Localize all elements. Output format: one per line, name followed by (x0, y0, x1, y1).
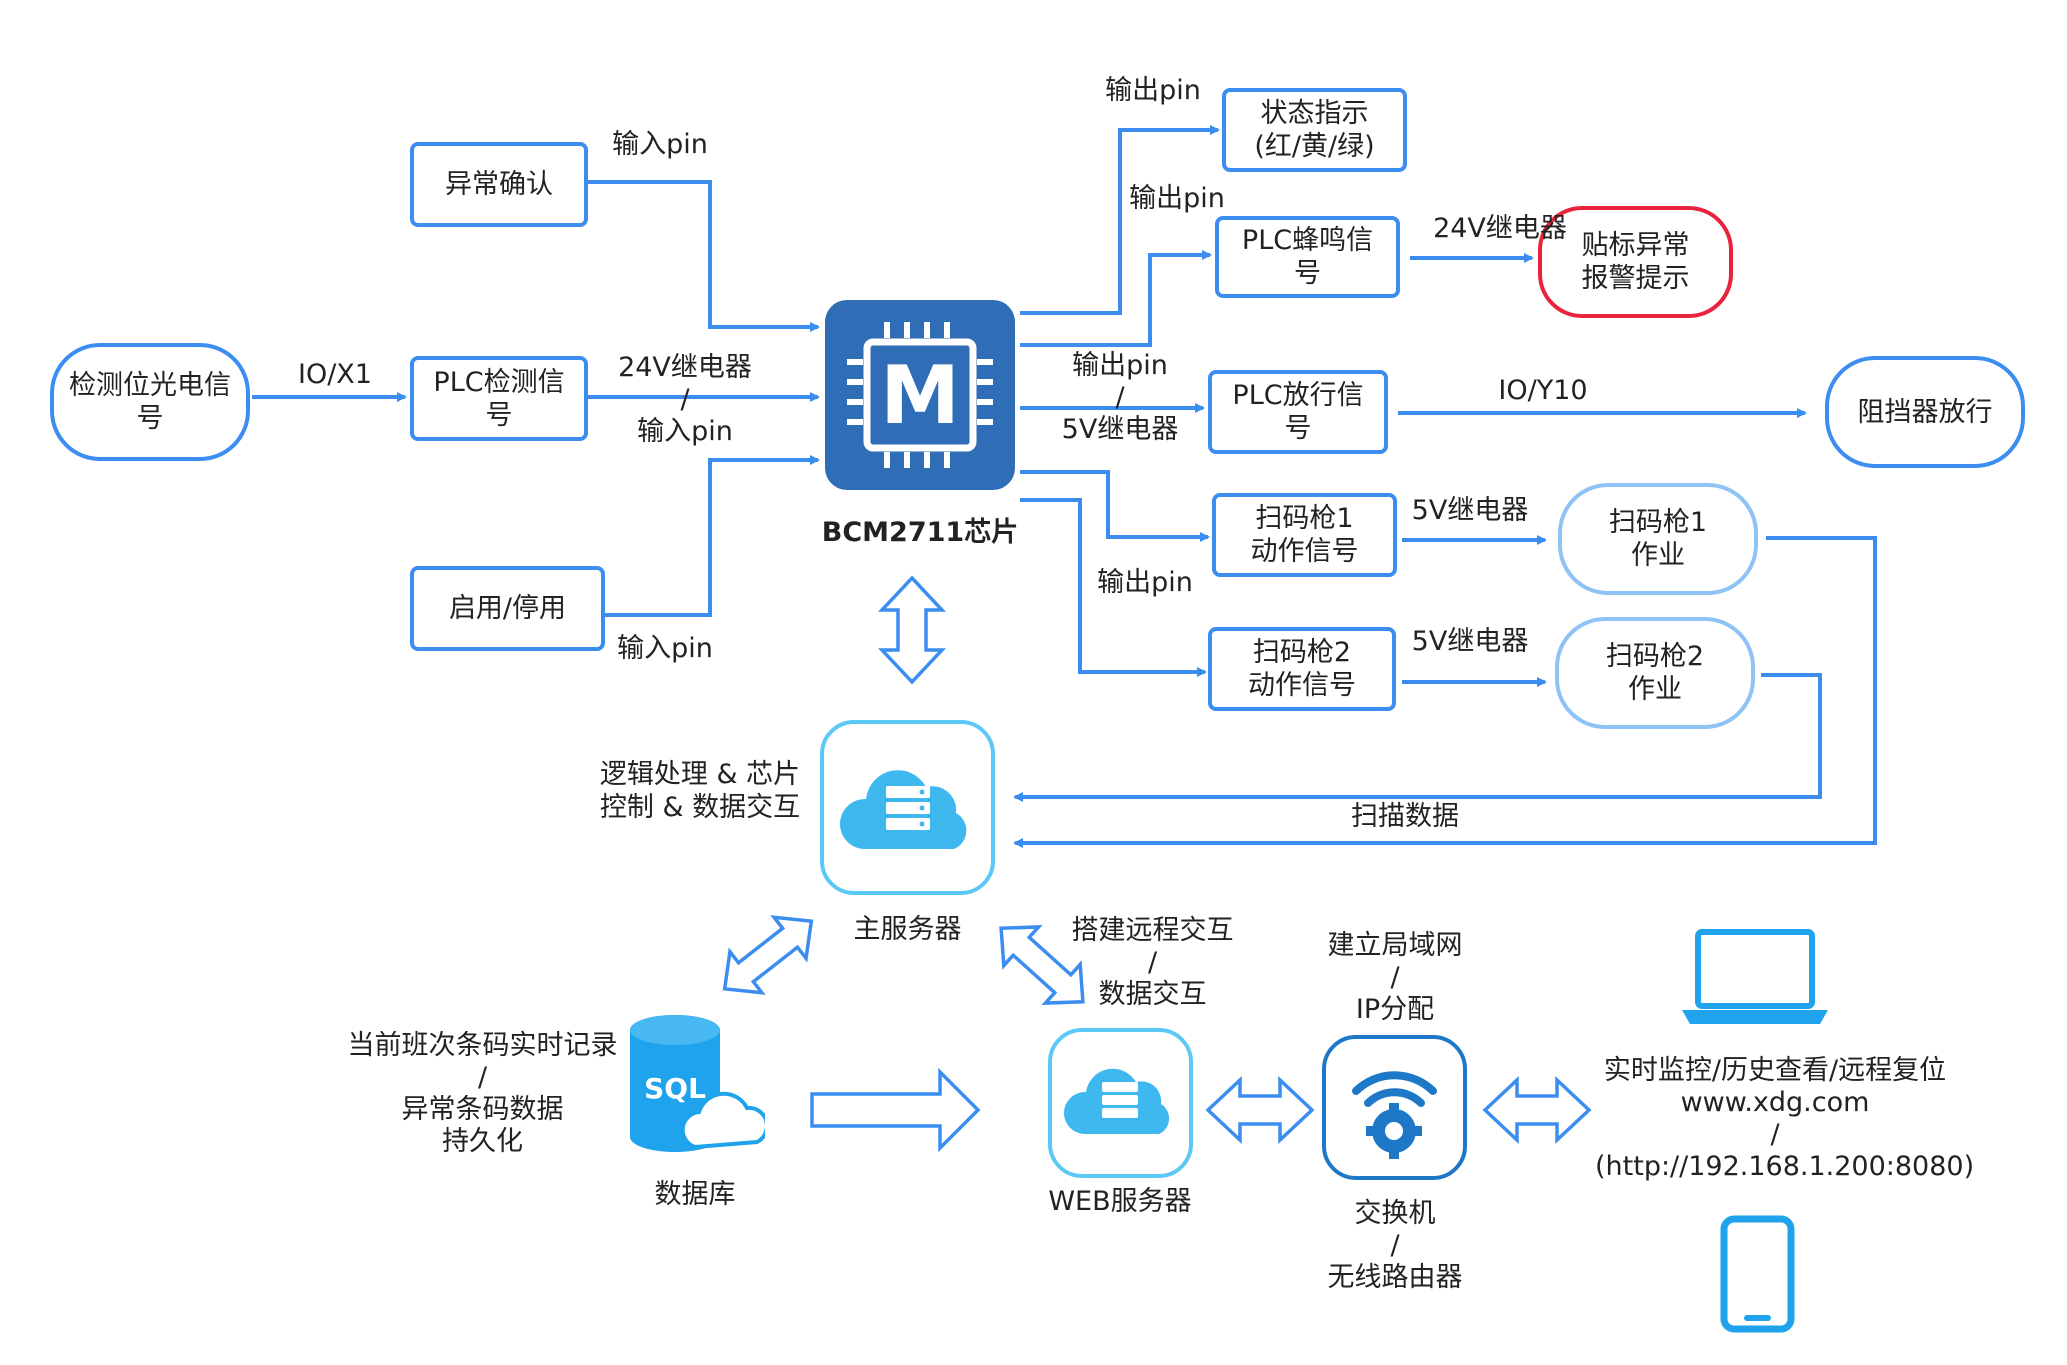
database-description: 当前班次条码实时记录 / 异常条码数据 持久化 (347, 1030, 618, 1157)
label-relay-5v-2: 5V继电器 (1411, 626, 1529, 657)
chip-icon: M (825, 300, 1015, 490)
double-arrow-switch-clients (1482, 1075, 1592, 1145)
label-alarm-node: 贴标异常 报警提示 (1538, 206, 1733, 318)
switch-bottom-label: 交换机 / 无线路由器 (1327, 1198, 1463, 1293)
arrow-chip-to-status (1020, 125, 1220, 315)
web-server-icon (1048, 1028, 1193, 1178)
double-arrow-server-web (999, 925, 1085, 1005)
enable-disable-node: 启用/停用 (410, 566, 605, 651)
scanner1-work-node: 扫码枪1 作业 (1558, 483, 1758, 595)
label-relay-24v: 24V继电器 (1433, 213, 1567, 244)
sql-text: SQL (644, 1072, 706, 1105)
web-server-label: WEB服务器 (1048, 1186, 1192, 1217)
wifi-gear-icon (1352, 1071, 1437, 1159)
database-label: 数据库 (654, 1179, 736, 1210)
label-output-pin-scan: 输出pin (1097, 567, 1193, 598)
blocker-release-node: 阻挡器放行 (1825, 356, 2025, 468)
phone-icon (1720, 1215, 1795, 1333)
label-input-pin-enable: 输入pin (617, 633, 713, 664)
remote-interaction-label: 搭建远程交互 / 数据交互 (1071, 915, 1234, 1010)
plc-release-node: PLC放行信 号 (1208, 370, 1388, 454)
label-output-pin-status: 输出pin (1105, 75, 1201, 106)
arrow-scan1-data-return (1013, 536, 1877, 848)
main-server-label: 主服务器 (853, 914, 962, 945)
server-description: 逻辑处理 & 芯片 控制 & 数据交互 (599, 759, 801, 823)
double-arrow-server-db (722, 915, 814, 995)
cloud-server-icon (1063, 1068, 1170, 1134)
label-scan-data: 扫描数据 (1351, 801, 1459, 832)
scanner2-work-node: 扫码枪2 作业 (1555, 617, 1755, 729)
status-indicator-node: 状态指示 (红/黄/绿) (1222, 88, 1407, 172)
double-arrow-web-switch (1205, 1075, 1315, 1145)
client-access-text: 实时监控/历史查看/远程复位 www.xdg.com / (http://192… (1595, 1055, 1975, 1182)
arrow-enable-to-chip (605, 455, 820, 617)
cloud-server-icon (839, 770, 967, 849)
arrow-ack-to-chip (588, 180, 820, 332)
sensor-signal-node: 检测位光电信 号 (50, 343, 250, 461)
scanner2-signal-node: 扫码枪2 动作信号 (1208, 627, 1396, 711)
label-io-x1: IO/X1 (298, 359, 372, 390)
plc-buzzer-node: PLC蜂鸣信 号 (1215, 216, 1400, 298)
arrow-chip-to-buzzer (1020, 250, 1212, 347)
label-output-pin-release: 输出pin / 5V继电器 (1061, 350, 1179, 445)
switch-icon (1322, 1035, 1467, 1180)
label-output-pin-buzzer: 输出pin (1129, 183, 1225, 214)
plc-detect-node: PLC检测信 号 (410, 356, 588, 441)
switch-top-label: 建立局域网 / IP分配 (1327, 930, 1463, 1025)
arrow-chip-to-scan1 (1020, 470, 1210, 542)
label-input-pin-ack: 输入pin (612, 129, 708, 160)
arrow-db-to-web (810, 1067, 981, 1153)
anomaly-confirm-node: 异常确认 (410, 142, 588, 227)
arrow-chip-to-scan2 (1020, 498, 1207, 677)
label-io-y10: IO/Y10 (1498, 375, 1588, 406)
chip-caption: BCM2711芯片 (821, 517, 1019, 548)
database-icon: SQL (625, 1012, 769, 1162)
main-server-icon (820, 720, 995, 895)
chip-letter: M (880, 348, 960, 442)
double-arrow-chip-server (877, 575, 947, 685)
laptop-icon (1680, 928, 1830, 1028)
label-relay-input: 24V继电器 / 输入pin (618, 352, 752, 447)
label-relay-5v-1: 5V继电器 (1411, 495, 1529, 526)
arrow-scan2-data-return (1013, 673, 1822, 802)
scanner1-signal-node: 扫码枪1 动作信号 (1212, 493, 1397, 577)
